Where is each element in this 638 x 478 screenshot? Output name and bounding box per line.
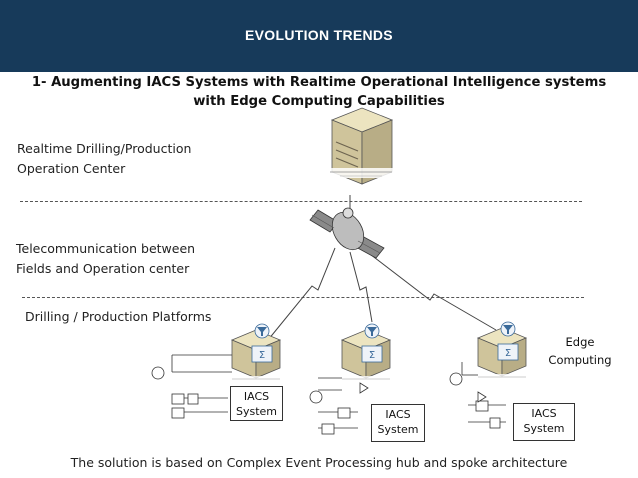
platform-server-a: Σ xyxy=(228,323,284,382)
platform-server-b: Σ xyxy=(338,323,394,382)
operation-center-label-line-2: Operation Center xyxy=(17,161,126,176)
telecom-label-line-2: Fields and Operation center xyxy=(16,261,190,276)
iacs-system-box-line-2: System xyxy=(523,422,565,435)
telecom-label-line-1: Telecommunication between xyxy=(16,241,196,256)
iacs-system-box: IACS System xyxy=(371,404,425,442)
satellite-icon xyxy=(309,207,385,259)
platforms-label-line-1: Drilling / Production Platforms xyxy=(25,309,212,324)
iacs-system-box-line-2: System xyxy=(235,405,278,418)
sigma-icon: Σ xyxy=(497,343,519,361)
iacs-system-box-line-1: IACS xyxy=(243,390,270,403)
subtitle-line-2: with Edge Computing Capabilities xyxy=(193,94,445,109)
iacs-system-box-line-2: System xyxy=(377,423,419,436)
subtitle-line-1: 1- Augmenting IACS Systems with Realtime… xyxy=(31,75,607,90)
valve-icon xyxy=(171,382,501,435)
edge-computing-label-line-1: Edge xyxy=(565,335,595,349)
svg-text:Σ: Σ xyxy=(505,348,511,359)
header-title: EVOLUTION TRENDS xyxy=(245,27,393,43)
svg-text:Σ: Σ xyxy=(259,350,265,361)
footer-caption: The solution is based on Complex Event P… xyxy=(70,455,568,470)
operation-center-label-line-1: Realtime Drilling/Production xyxy=(17,141,192,156)
telecom-label: Telecommunication between Fields and Ope… xyxy=(16,239,195,279)
zone-divider-top xyxy=(20,201,582,202)
iacs-system-box: IACS System xyxy=(513,403,575,441)
funnel-icon xyxy=(254,323,270,339)
server-icon xyxy=(325,107,395,185)
svg-text:Σ: Σ xyxy=(369,350,375,361)
operation-center-label: Realtime Drilling/Production Operation C… xyxy=(17,139,191,179)
platforms-label: Drilling / Production Platforms xyxy=(25,307,211,327)
pump-icon xyxy=(151,366,463,404)
iacs-system-box: IACS System xyxy=(230,386,283,421)
lightning-link-icon xyxy=(349,251,373,323)
edge-computing-label: Edge Computing xyxy=(540,333,620,369)
iacs-system-box-line-1: IACS xyxy=(531,407,557,420)
slide-subtitle: 1- Augmenting IACS Systems with Realtime… xyxy=(0,73,638,111)
sigma-icon: Σ xyxy=(361,345,383,363)
lightning-link-icon xyxy=(267,247,336,341)
iacs-system-box-line-1: IACS xyxy=(385,408,411,421)
funnel-icon xyxy=(500,321,516,337)
sigma-icon: Σ xyxy=(251,345,273,363)
edge-computing-label-line-2: Computing xyxy=(548,353,612,367)
funnel-icon xyxy=(364,323,380,339)
header-bar: EVOLUTION TRENDS xyxy=(0,0,638,72)
platform-server-c: Σ xyxy=(474,321,530,380)
lightning-link-icon xyxy=(361,247,497,331)
